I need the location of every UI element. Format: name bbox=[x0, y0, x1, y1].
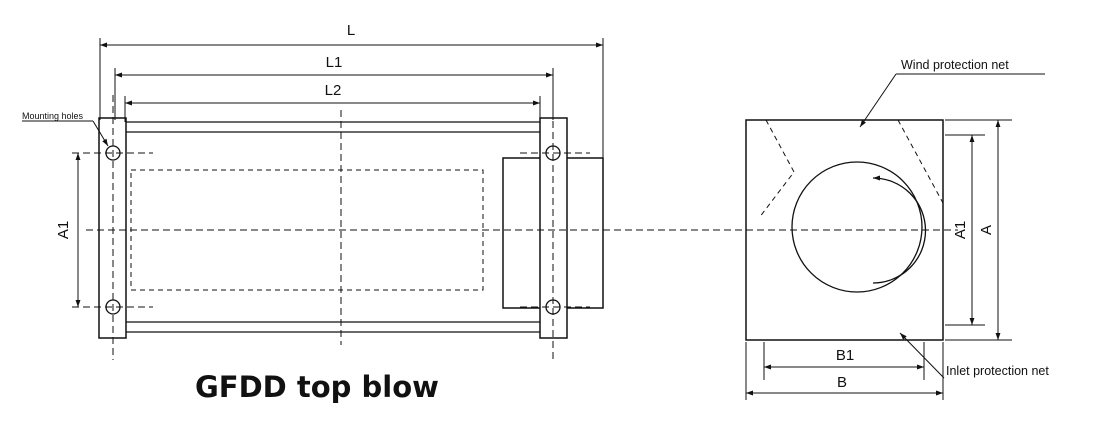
height-1-label: A1 bbox=[952, 221, 969, 239]
motor-box bbox=[502, 157, 540, 309]
length-1-label: L1 bbox=[326, 54, 343, 71]
mounting-holes-callout: Mounting holes bbox=[22, 111, 84, 121]
drawing-caption: GFDD top blow bbox=[195, 370, 439, 404]
width-1-label: B1 bbox=[836, 347, 854, 364]
mounting-hole-top-right bbox=[545, 145, 561, 161]
mounting-hole-top-left bbox=[105, 145, 121, 161]
end-view: A A1 B1 B Wind protection net Inlet prot… bbox=[745, 58, 1049, 400]
wind-net-callout: Wind protection net bbox=[901, 58, 1009, 72]
right-end-plate bbox=[539, 117, 568, 339]
impeller-circle bbox=[791, 161, 923, 293]
length-label: L bbox=[347, 22, 355, 39]
mounting-hole-bottom-left bbox=[105, 299, 121, 315]
housing-body bbox=[126, 121, 540, 333]
side-view: L L1 L2 bbox=[22, 22, 604, 360]
inlet-net-callout: Inlet protection net bbox=[946, 364, 1049, 378]
height-label: A bbox=[978, 225, 995, 235]
length-2-label: L2 bbox=[325, 82, 342, 99]
hole-spacing-label: A1 bbox=[55, 221, 72, 239]
end-view-housing bbox=[745, 119, 944, 341]
mounting-hole-bottom-right bbox=[545, 299, 561, 315]
rotation-arrow bbox=[872, 175, 927, 284]
width-label: B bbox=[837, 374, 847, 391]
